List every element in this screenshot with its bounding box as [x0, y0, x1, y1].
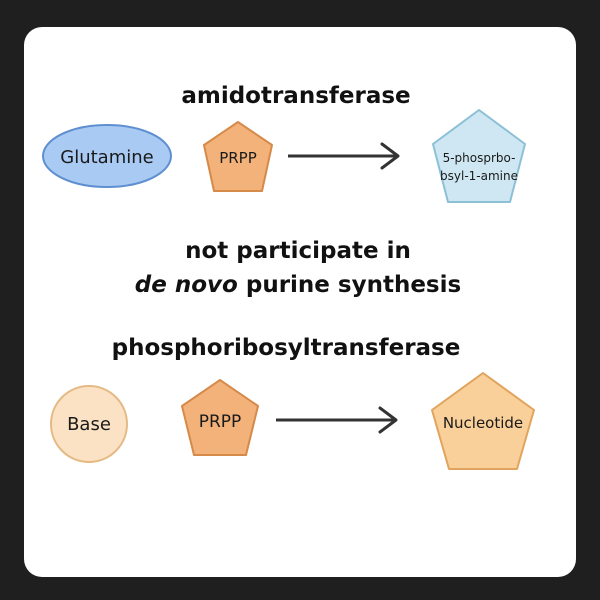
prpp-node-bottom: PRPP: [181, 379, 259, 456]
prpp-label-bottom: PRPP: [199, 412, 242, 432]
base-label: Base: [67, 414, 111, 435]
nucleotide-node: Nucleotide: [431, 372, 535, 470]
prpp-node-top: PRPP: [203, 121, 273, 192]
statement-line2: de novo purine synthesis: [135, 272, 461, 298]
glutamine-label: Glutamine: [60, 147, 153, 168]
base-node: Base: [50, 385, 128, 463]
amidotransferase-heading: amidotransferase: [181, 83, 410, 109]
reaction-arrow-bottom: [276, 406, 398, 434]
prpp-label-top: PRPP: [219, 149, 257, 167]
reaction-arrow-top: [288, 142, 400, 170]
amine-label-line1: 5-phosprbo-: [443, 151, 516, 165]
de-novo-italic: de novo: [135, 272, 238, 298]
arrow-head-bottom: [378, 406, 398, 434]
statement-line2-rest: purine synthesis: [238, 272, 461, 298]
nucleotide-pentagon: [431, 372, 535, 470]
phosphoribosyltransferase-heading: phosphoribosyltransferase: [112, 335, 461, 361]
amine-label-line2: bsyl-1-amine: [440, 169, 518, 183]
amine-product-node: 5-phosprbo- bsyl-1-amine: [432, 109, 526, 203]
amine-pentagon: [432, 109, 526, 203]
prpp-pentagon-bottom: [181, 379, 259, 456]
glutamine-ellipse: [42, 124, 172, 188]
nucleotide-label: Nucleotide: [443, 414, 523, 432]
statement-line1: not participate in: [185, 238, 411, 264]
prpp-pentagon-top: [203, 121, 273, 192]
base-circle: [50, 385, 128, 463]
arrow-head-top: [380, 142, 400, 170]
glutamine-node: Glutamine: [42, 124, 172, 188]
